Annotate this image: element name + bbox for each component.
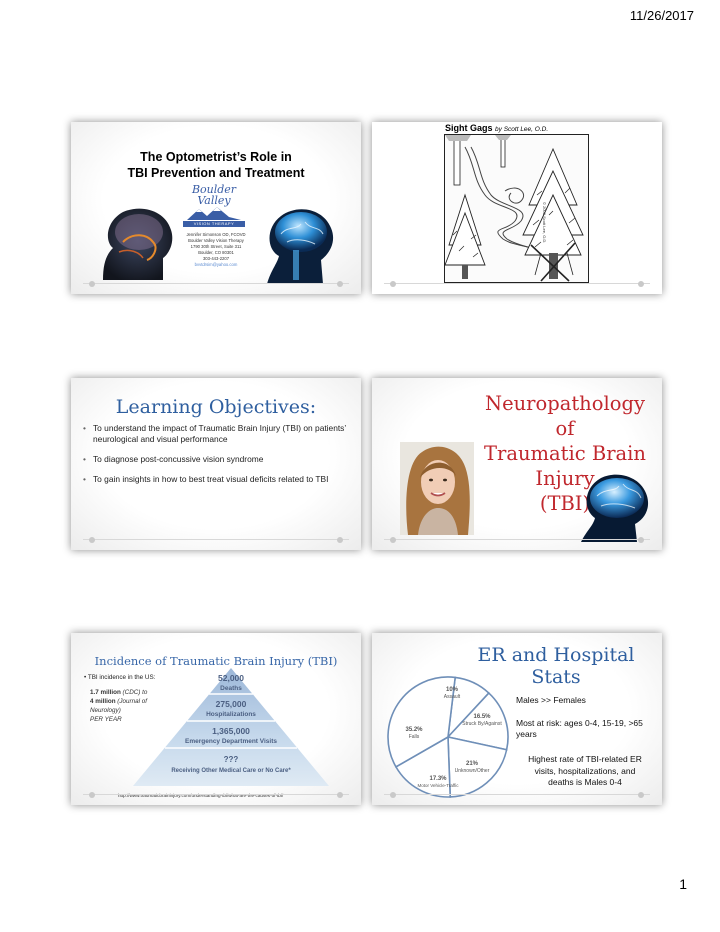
girl-photo — [400, 442, 474, 535]
slide4-title: Neuropathology of Traumatic Brain Injury… — [484, 392, 646, 515]
slide1-title: The Optometrist’s Role in TBI Prevention… — [127, 150, 305, 180]
pyramid-label: Deaths — [220, 685, 242, 692]
tbi-pyramid-chart: 52,000 Deaths 275,000 Hospitalizations 1… — [133, 668, 329, 786]
slide-incidence: Incidence of Traumatic Brain Injury (TBI… — [71, 633, 361, 805]
pyramid-value: 275,000 — [216, 699, 247, 709]
list-item: To understand the impact of Traumatic Br… — [83, 423, 353, 445]
slide-neuropathology: Neuropathology of Traumatic Brain Injury… — [372, 378, 662, 550]
pyramid-value: 52,000 — [218, 673, 244, 683]
contact-info: Jennifer Simonson OD, FCOVD Boulder Vall… — [71, 232, 361, 268]
pie-slice — [394, 735, 452, 798]
slide5-title: Incidence of Traumatic Brain Injury (TBI… — [94, 654, 338, 668]
slide6-title: ER and Hospital Stats — [477, 644, 635, 688]
stat-highest-rate: Highest rate of TBI-related ER visits, h… — [528, 754, 642, 787]
pyramid-label: Emergency Department Visits — [185, 738, 277, 745]
pie-slice — [387, 676, 457, 768]
cartoon-copyright: © 2008 Scott Lee, O.D. — [542, 202, 547, 244]
slide-er-stats: ER and Hospital Stats 10% Assault 16.5% … — [372, 633, 662, 805]
pie-slice — [446, 691, 509, 751]
right-head-illustration — [267, 209, 334, 284]
pie-pct: 35.2% — [405, 727, 423, 733]
cartoon-title: Sight Gags by Scott Lee, O.D. — [445, 123, 549, 133]
left-head-illustration — [103, 208, 173, 280]
pie-pct: 10% — [446, 687, 459, 693]
slide-cartoon: Sight Gags by Scott Lee, O.D. — [372, 122, 662, 294]
pyramid-label: Hospitalizations — [206, 711, 256, 718]
stat-gender: Males >> Females — [516, 695, 586, 705]
pie-label: Assault — [444, 694, 461, 700]
contact-email[interactable]: bvvtdrsim@yahoo.com — [194, 262, 238, 267]
pyramid-label: Receiving Other Medical Care or No Care* — [171, 768, 291, 774]
stat-at-risk: Most at risk: ages 0-4, 15-19, >65 years — [516, 718, 643, 739]
causes-pie-chart: 10% Assault 16.5% Struck By/Against 21% … — [387, 676, 509, 798]
pyramid-value: ??? — [224, 755, 239, 764]
list-item: To diagnose post-concussive vision syndr… — [83, 454, 353, 465]
pie-label: Motor Vehicle-Traffic — [417, 783, 459, 788]
pie-label: Unknown/Other — [455, 768, 490, 774]
boulder-valley-logo: Boulder Valley VISION THERAPY — [183, 182, 245, 228]
incidence-figures: 1.7 million (CDC) to 4 million (Journal … — [90, 689, 148, 723]
pie-slice — [447, 735, 508, 798]
pie-label: Falls — [409, 734, 420, 740]
objectives-list: To understand the impact of Traumatic Br… — [83, 423, 353, 494]
slide-learning-objectives: Learning Objectives: To understand the i… — [71, 378, 361, 550]
ski-tree-cartoon — [444, 134, 589, 283]
slide-title: The Optometrist’s Role in TBI Prevention… — [71, 122, 361, 294]
pyramid-value: 1,365,000 — [212, 726, 250, 736]
pie-pct: 21% — [466, 761, 479, 767]
incidence-bullet: • TBI incidence in the US: — [84, 674, 156, 681]
pie-pct: 17.3% — [429, 776, 447, 782]
pie-label: Struck By/Against — [462, 721, 502, 727]
pie-pct: 16.5% — [473, 714, 491, 720]
page-number: 1 — [679, 876, 687, 892]
brain-scan-illustration — [581, 474, 649, 542]
slide3-title: Learning Objectives: — [115, 396, 317, 418]
list-item: To gain insights in how to best treat vi… — [83, 474, 353, 485]
header-date: 11/26/2017 — [629, 8, 694, 23]
source-link[interactable]: http://www.traumaticbraininjury.com/unde… — [118, 793, 284, 798]
